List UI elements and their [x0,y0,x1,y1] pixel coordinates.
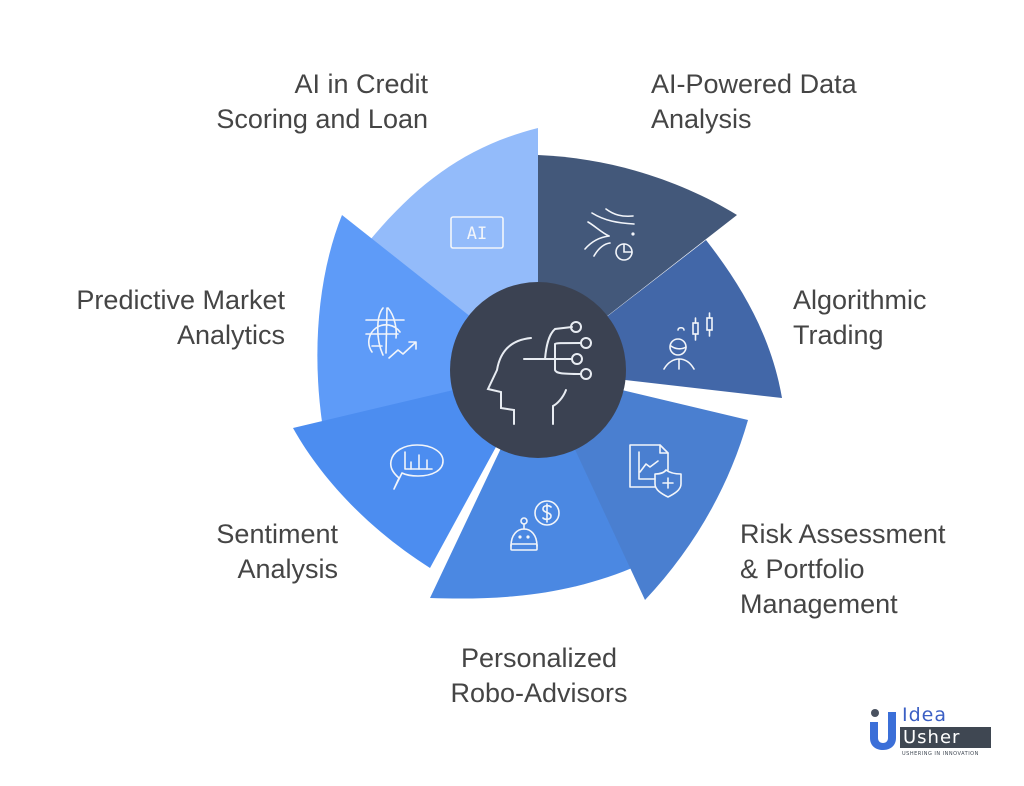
logo-word-usher: Usher [900,727,991,748]
segment-robo-advisors [430,370,632,599]
robot-dollar-icon [510,500,560,551]
label-risk-portfolio: Risk Assessment & Portfolio Management [740,519,946,619]
ai-chip-text: AI [467,224,487,244]
label-credit-scoring: AI in Credit Scoring and Loan [216,69,428,134]
logo-tagline: USHERING IN INNOVATION [902,751,979,757]
label-robo-advisors: Personalized Robo-Advisors [450,643,628,708]
chat-bar-chart-icon [389,444,444,490]
globe-trend-icon [365,307,417,359]
label-ai-data-analysis: AI-Powered Data Analysis [651,69,857,134]
logo-word-idea: Idea [902,704,947,726]
data-streams-pie-icon [584,208,635,261]
idea-usher-logo: Idea Usher USHERING IN INNOVATION [868,704,992,758]
ai-head-network-icon [486,321,592,425]
document-chart-shield-icon [629,444,682,498]
center-circle [450,282,626,458]
label-algorithmic-trading: Algorithmic Trading [793,285,927,350]
ai-chip-icon: AI [450,216,504,249]
label-sentiment-analysis: Sentiment Analysis [216,519,338,584]
trader-candlestick-icon [663,312,713,370]
label-predictive-analytics: Predictive Market Analytics [76,285,285,350]
logo-mark-icon [870,709,896,750]
